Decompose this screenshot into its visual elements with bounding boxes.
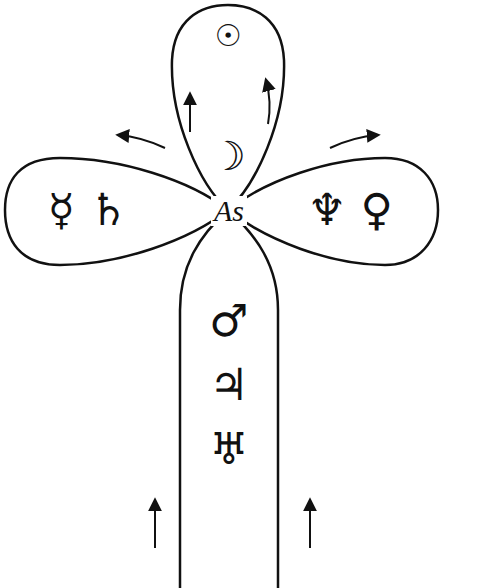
arrow-up-bottom-left (154, 500, 156, 548)
right-lobe: ♆ ♀ (224, 152, 444, 270)
lobe-line (172, 5, 284, 210)
arrow-right (330, 135, 378, 148)
arrow-up-right (266, 80, 270, 124)
planet-symbol: ♆ ♀ (307, 178, 393, 242)
planet-symbol: ☽ (210, 127, 246, 185)
planet-symbol: ♂ ♃ ♅ (200, 289, 257, 480)
lobe-line (228, 158, 438, 265)
arrow-up-left (189, 94, 191, 132)
arrow-up-bottom-right (309, 500, 311, 548)
planet-symbol: ☿ ♄ (48, 178, 128, 242)
ascendant-label: As (211, 196, 247, 226)
planet-symbol: ☉ (215, 14, 242, 58)
arrow-left (118, 135, 165, 148)
left-lobe: ☿ ♄ (0, 152, 232, 270)
lobe-line (180, 210, 278, 588)
bottom-lobe: ♂ ♃ ♅ (170, 206, 288, 588)
